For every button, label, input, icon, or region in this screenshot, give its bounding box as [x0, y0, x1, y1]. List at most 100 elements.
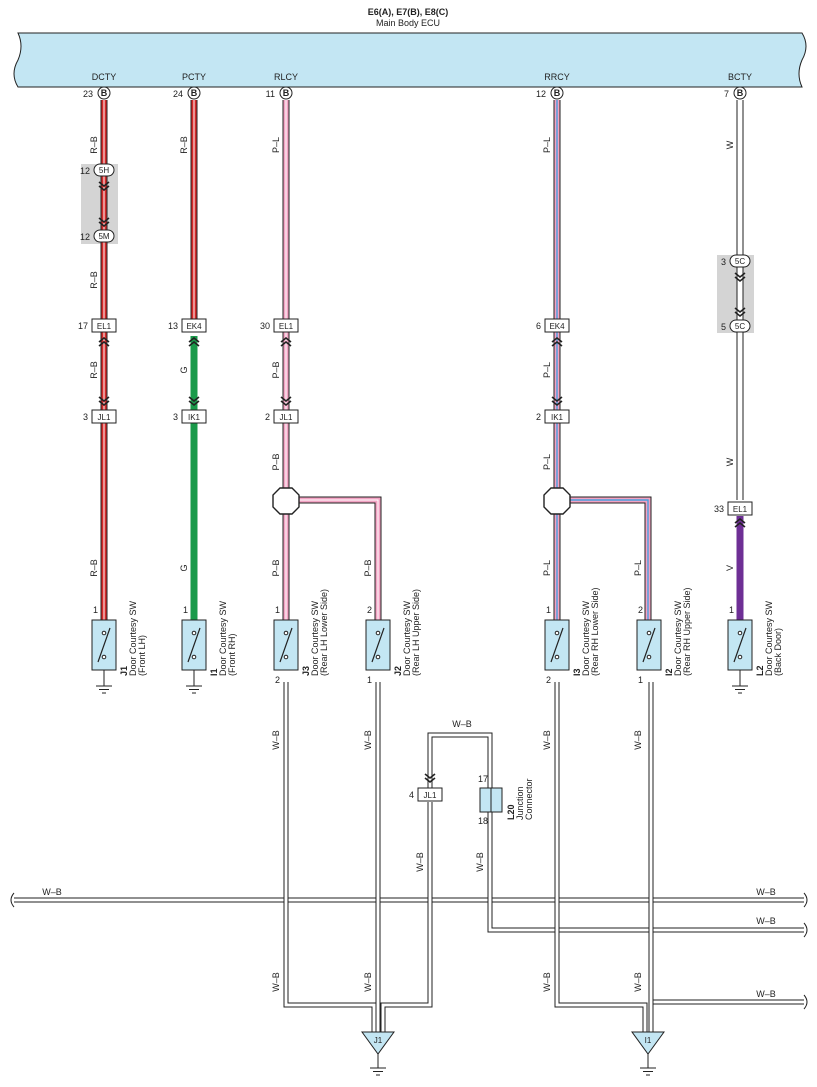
connector-ek4-13: EK4 13 — [168, 318, 207, 333]
terminal-letter: B — [554, 88, 561, 98]
wire-label: W–B — [42, 887, 62, 897]
terminal-circle — [97, 86, 111, 100]
jc-code: L20 — [506, 804, 516, 820]
connector-pin: 2 — [536, 412, 541, 422]
switch-pin-top: 1 — [93, 605, 98, 615]
switch-i1: 1 I1 Door Courtesy SW (Front RH) — [181, 600, 237, 694]
wire-label: P–L — [271, 137, 281, 153]
switch-pin-bottom: 2 — [275, 675, 280, 685]
jb-id: 5H — [99, 166, 109, 175]
switch-position: (Rear RH Upper Side) — [682, 587, 692, 676]
connector-id: JL1 — [424, 791, 437, 800]
switch-position: (Rear RH Lower Side) — [590, 587, 600, 676]
wire-label: W–B — [475, 852, 485, 872]
bus-end-right — [803, 892, 808, 908]
wire-label: W–B — [363, 730, 373, 750]
jc-pin-top: 17 — [478, 774, 488, 784]
connector-ik1-3: IK1 3 — [173, 409, 207, 424]
connector-id: EL1 — [97, 322, 112, 331]
bus-end-right — [803, 994, 808, 1010]
connector-jl1-4: JL1 4 — [409, 787, 443, 802]
connector-id: IK1 — [188, 413, 201, 422]
switch-code: I2 — [664, 668, 674, 676]
jb-pin: 5 — [721, 322, 726, 332]
jc-pin-bottom: 18 — [478, 816, 488, 826]
main-body-ecu: E6(A), E7(B), E8(C) Main Body ECU — [13, 7, 807, 88]
connector-el1-30: EL1 30 — [260, 318, 299, 333]
switch-pin-top: 2 — [638, 605, 643, 615]
switch-i2: 2 1 I2 Door Courtesy SW (Rear RH Upper S… — [636, 587, 692, 685]
switch-position: (Front LH) — [137, 635, 147, 676]
switch-position: (Back Door) — [773, 628, 783, 676]
connector-pin: 2 — [265, 412, 270, 422]
junction-block-5c-bottom: 5C 5 — [721, 319, 751, 333]
connector-id: IK1 — [551, 413, 564, 422]
wire-label: W–B — [633, 730, 643, 750]
switch-name: Door Courtesy SW — [218, 600, 228, 676]
wire-label: W–B — [542, 972, 552, 992]
connector-pin: 13 — [168, 321, 178, 331]
switch-pin-top: 2 — [367, 605, 372, 615]
wire-label: V — [725, 565, 735, 571]
connector-ik1-2: IK1 2 — [536, 409, 570, 424]
jb-id: 5M — [98, 232, 109, 241]
wire-label: P–L — [542, 137, 552, 153]
switch-code: I1 — [209, 668, 219, 676]
ecu-body — [13, 32, 807, 88]
switch-name: Door Courtesy SW — [128, 600, 138, 676]
switch-code: J2 — [393, 666, 403, 676]
wire-label: W–B — [363, 972, 373, 992]
terminal-letter: B — [101, 88, 108, 98]
ground-label: J1 — [374, 1036, 383, 1045]
wire-label: W — [725, 140, 735, 149]
switch-name: Door Courtesy SW — [673, 600, 683, 676]
switch-i3: 1 2 I3 Door Courtesy SW (Rear RH Lower S… — [544, 587, 600, 685]
ecu-terminal-rrcy: RRCY 12 B — [536, 72, 570, 100]
switch-name: Door Courtesy SW — [402, 600, 412, 676]
splice-point — [272, 487, 300, 515]
ecu-connectors: E6(A), E7(B), E8(C) — [368, 7, 449, 17]
wire-rlcy — [282, 100, 382, 620]
switch-name: Door Courtesy SW — [581, 600, 591, 676]
wire-label: W–B — [415, 852, 425, 872]
wire-label: W–B — [756, 989, 776, 999]
ecu-terminal-dcty: DCTY 23 B — [83, 72, 116, 100]
connector-pin: 17 — [78, 321, 88, 331]
wire-label: P–L — [542, 454, 552, 470]
wire-label: W–B — [452, 719, 472, 729]
connector-el1-33: EL1 33 — [714, 501, 753, 516]
ecu-terminal-rlcy: RLCY 11 B — [266, 72, 298, 100]
terminal-signal: BCTY — [728, 72, 752, 82]
switch-code: L2 — [755, 665, 765, 676]
switch-pin-bottom: 1 — [638, 675, 643, 685]
ground-label: I1 — [645, 1036, 652, 1045]
switch-code: I3 — [572, 668, 582, 676]
switch-pin-top: 1 — [183, 605, 188, 615]
terminal-circle — [187, 86, 201, 100]
ground-point-j1: J1 — [361, 1031, 395, 1076]
wire-label: W–B — [756, 916, 776, 926]
wire-label: P–L — [542, 362, 552, 378]
junction-block-5h: 5H 12 — [80, 163, 115, 177]
switch-position: (Front RH) — [227, 633, 237, 676]
wire-label: G — [179, 366, 189, 373]
connector-pin: 33 — [714, 504, 724, 514]
switch-name: Door Courtesy SW — [764, 600, 774, 676]
wire-label: P–L — [542, 560, 552, 576]
jb-pin: 12 — [80, 166, 90, 176]
switch-code: J1 — [119, 666, 129, 676]
wire-label: R–B — [179, 136, 189, 154]
junction-connector-l20: 17 18 L20 Junction Connector — [478, 774, 534, 826]
ground-wires — [14, 682, 804, 1032]
switch-pin-top: 1 — [275, 605, 280, 615]
wire-labels: R–B R–B R–B R–B R–B G G P–L P–B P–B P–B … — [42, 136, 776, 999]
switch-pin-top: 1 — [729, 605, 734, 615]
switch-pin-top: 1 — [546, 605, 551, 615]
wire-rrcy — [553, 100, 652, 620]
wire-label: P–B — [271, 453, 281, 470]
terminal-signal: PCTY — [182, 72, 206, 82]
connector-pin: 3 — [83, 412, 88, 422]
wire-label: P–L — [633, 560, 643, 576]
switch-code: J3 — [301, 666, 311, 676]
